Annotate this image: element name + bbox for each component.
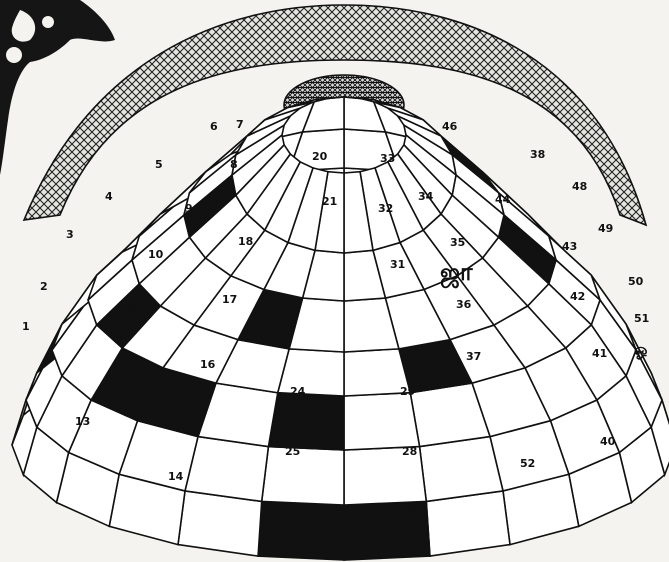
clue-number: 38: [530, 148, 545, 161]
clue-number: 11: [120, 303, 135, 316]
clue-number: 5: [155, 158, 163, 171]
clue-number: 49: [598, 222, 613, 235]
clue-number: 7: [236, 118, 244, 131]
clue-number: 16: [200, 358, 216, 371]
grid-cell[interactable]: [426, 491, 510, 556]
clue-number: 51: [634, 312, 649, 325]
grid-cell[interactable]: [178, 491, 262, 556]
blocked-cell: [268, 393, 344, 450]
clue-number: 31: [390, 258, 405, 271]
clue-number: 25: [285, 445, 300, 458]
clue-number: 3: [66, 228, 74, 241]
clue-number: 44: [495, 193, 511, 206]
grid-cell[interactable]: [185, 437, 268, 502]
clue-number: 46: [442, 120, 458, 133]
tamil-letter: ஓ: [634, 340, 648, 360]
clue-number: 43: [562, 240, 577, 253]
clue-number: 40: [600, 435, 616, 448]
clue-number: 2: [40, 280, 48, 293]
clue-number: 13: [75, 415, 90, 428]
clue-number: 33: [380, 152, 395, 165]
grid-cell[interactable]: [262, 447, 344, 505]
clue-number: 18: [238, 235, 253, 248]
clue-number: 52: [520, 457, 535, 470]
clue-number: 36: [456, 298, 472, 311]
clue-number: 24: [290, 385, 306, 398]
clue-number: 9: [185, 202, 193, 215]
tamil-letter: ஜா: [440, 258, 473, 289]
grid-cell[interactable]: [420, 437, 503, 502]
clue-number: 4: [105, 190, 113, 203]
clue-number: 29: [400, 385, 415, 398]
clue-number: 15: [178, 415, 193, 428]
clue-number: 8: [230, 158, 238, 171]
clue-number: 35: [450, 236, 465, 249]
clue-number: 37: [466, 350, 481, 363]
clue-number: 1: [22, 320, 30, 333]
clue-number: 50: [628, 275, 644, 288]
clue-number: 32: [378, 202, 393, 215]
clue-number: 14: [168, 470, 184, 483]
blocked-cell: [258, 501, 344, 560]
clue-number: 41: [592, 347, 607, 360]
clue-number: 21: [322, 195, 337, 208]
clue-number: 20: [312, 150, 328, 163]
clue-number: 34: [418, 190, 434, 203]
clue-number: 6: [210, 120, 218, 133]
clue-number: 27: [408, 502, 423, 515]
clue-number: 48: [572, 180, 587, 193]
grid-cell[interactable]: [344, 393, 420, 450]
clue-number: 42: [570, 290, 585, 303]
clue-number: 17: [222, 293, 237, 306]
clue-number: 28: [402, 445, 417, 458]
clue-number: 10: [148, 248, 164, 261]
